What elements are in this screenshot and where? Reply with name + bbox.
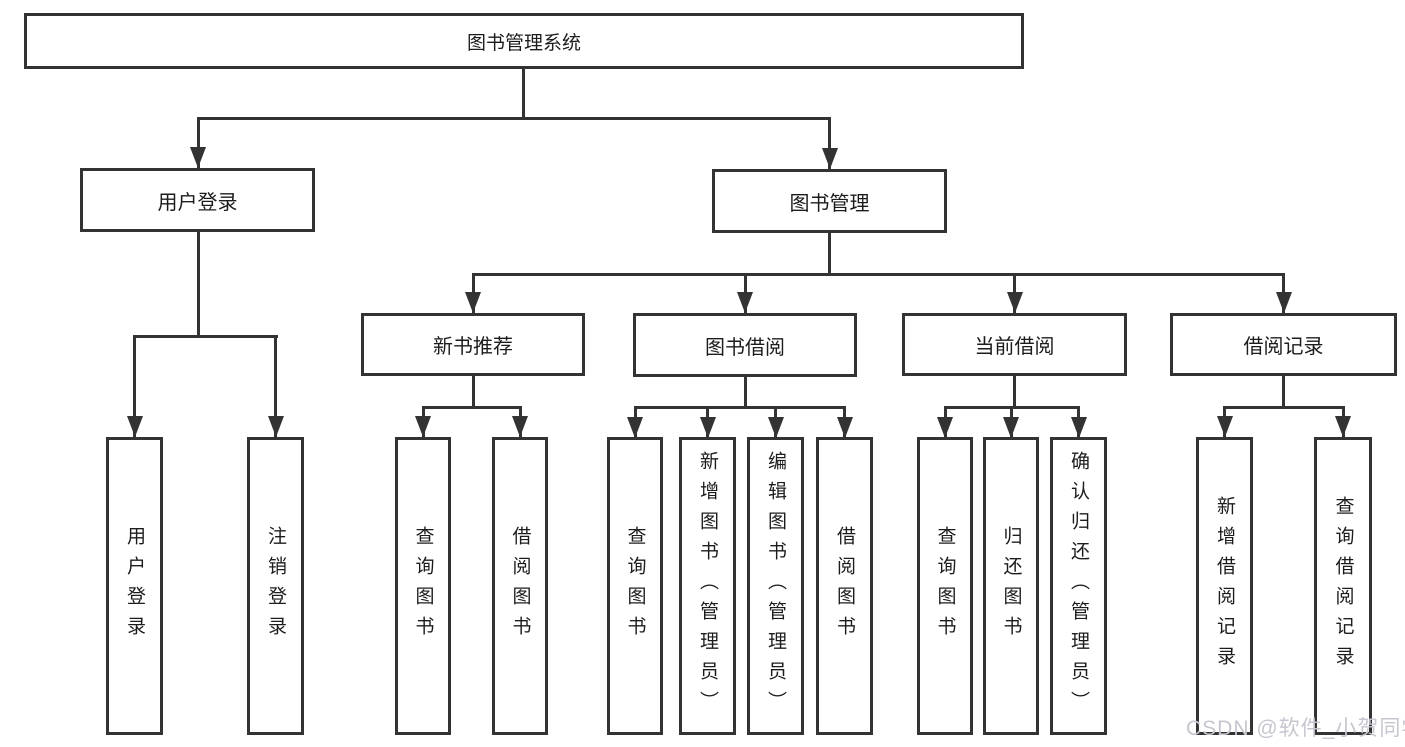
node-new-book-recommendation: 新书推荐 — [361, 313, 585, 376]
arrow-down-icon — [699, 417, 716, 438]
node-book-management-module: 图书管理 — [712, 169, 947, 233]
connector-line — [1282, 376, 1285, 408]
arrow-down-icon — [1006, 292, 1023, 313]
connector-line — [133, 335, 136, 437]
node-borrowing-records: 借阅记录 — [1170, 313, 1397, 376]
arrow-down-icon — [1003, 417, 1019, 438]
connector-line — [1223, 406, 1345, 409]
arrow-down-icon — [767, 417, 784, 438]
connector-line — [196, 117, 200, 168]
node-current-borrowing: 当前借阅 — [902, 313, 1127, 376]
node-borrow-books-recommend: 借阅图书 — [492, 437, 548, 735]
connector-line — [274, 335, 277, 437]
node-query-borrow-record: 查询借阅记录 — [1314, 437, 1372, 735]
connector-line — [196, 232, 200, 337]
arrow-down-icon — [1216, 416, 1233, 437]
node-user-login-module: 用户登录 — [80, 168, 315, 232]
node-confirm-return-admin: 确认归还（管理员） — [1050, 437, 1107, 735]
connector-line — [471, 376, 475, 408]
csdn-watermark: CSDN @软件_小贺同学 — [1186, 717, 1405, 740]
connector-line — [633, 406, 846, 409]
arrow-down-icon — [267, 416, 284, 437]
connector-line — [471, 273, 1285, 276]
node-add-book-admin: 新增图书（管理员） — [679, 437, 736, 735]
node-borrow-books-action: 借阅图书 — [816, 437, 873, 735]
connector-line — [743, 376, 747, 408]
arrow-down-icon — [126, 416, 143, 437]
connector-line — [521, 69, 525, 119]
connector-line — [1013, 373, 1016, 408]
arrow-down-icon — [1070, 417, 1087, 438]
arrow-down-icon — [627, 417, 643, 438]
arrow-down-icon — [512, 416, 528, 437]
node-query-books-borrowing: 查询图书 — [607, 437, 663, 735]
node-book-borrowing: 图书借阅 — [633, 313, 857, 377]
node-query-books-current: 查询图书 — [917, 437, 973, 735]
arrow-down-icon — [1335, 416, 1351, 437]
node-add-borrow-record: 新增借阅记录 — [1196, 437, 1253, 735]
connector-line — [828, 117, 831, 169]
node-edit-book-admin: 编辑图书（管理员） — [747, 437, 804, 735]
arrow-down-icon — [465, 292, 481, 313]
arrow-down-icon — [737, 292, 753, 313]
arrow-down-icon — [190, 147, 206, 168]
connector-line — [828, 233, 831, 275]
connector-line — [133, 335, 278, 338]
node-library-management-system: 图书管理系统 — [24, 13, 1024, 69]
arrow-down-icon — [937, 417, 953, 438]
arrow-down-icon — [821, 148, 838, 169]
connector-line — [421, 406, 522, 409]
node-user-login-action: 用户登录 — [106, 437, 163, 735]
node-query-books-recommend: 查询图书 — [395, 437, 451, 735]
arrow-down-icon — [415, 416, 431, 437]
arrow-down-icon — [836, 417, 853, 438]
arrow-down-icon — [1275, 292, 1292, 313]
connector-line — [196, 117, 831, 120]
node-return-books: 归还图书 — [983, 437, 1039, 735]
node-logout-action: 注销登录 — [247, 437, 304, 735]
